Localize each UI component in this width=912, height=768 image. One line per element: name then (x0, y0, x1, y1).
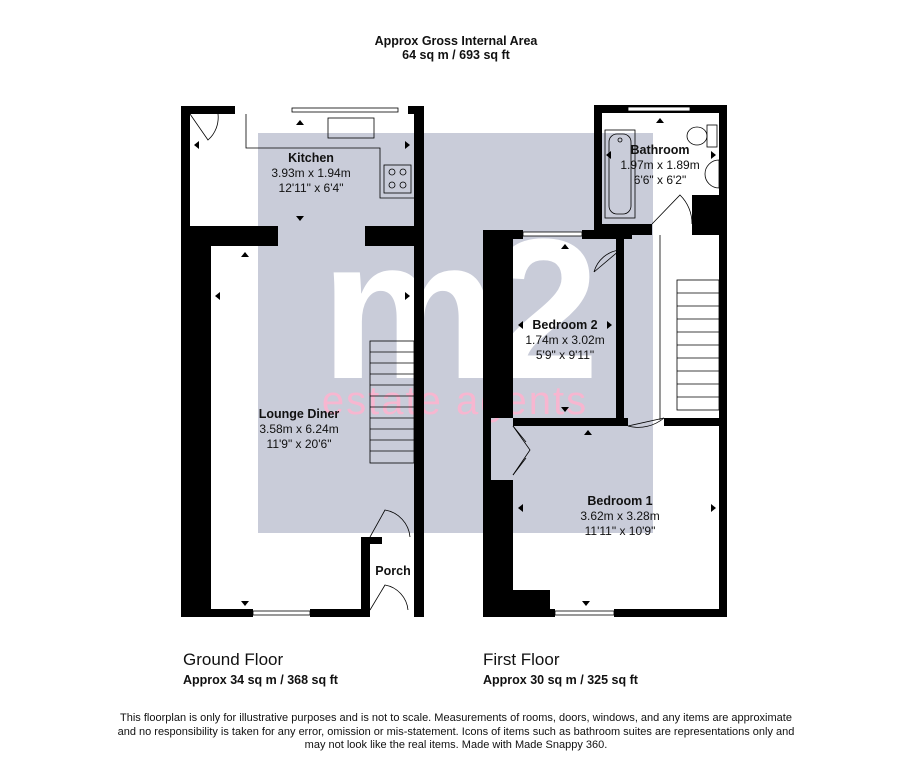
kitchen-window (291, 107, 399, 113)
ground-floor-walls (181, 106, 424, 617)
first-floor-caption: First Floor Approx 30 sq m / 325 sq ft (483, 650, 638, 687)
bathroom-window (627, 106, 691, 112)
watermark-panel (258, 133, 653, 533)
watermark-tagline: estate agents (322, 379, 588, 423)
room-metric: 3.58m x 6.24m (259, 422, 339, 436)
room-label-kitchen: Kitchen 3.93m x 1.94m 12'11" x 6'4" (250, 151, 372, 196)
ground-stairs (369, 340, 415, 464)
room-label-bathroom: Bathroom 1.97m x 1.89m 6'6" x 6'2" (612, 143, 708, 188)
room-metric: 3.93m x 1.94m (271, 166, 351, 180)
kitchen-counter (245, 114, 414, 199)
floor-area: Approx 34 sq m / 368 sq ft (183, 673, 338, 687)
room-label-bedroom-2: Bedroom 2 1.74m x 3.02m 5'9" x 9'11" (514, 318, 616, 363)
gross-area-header: Approx Gross Internal Area 64 sq m / 693… (0, 34, 912, 62)
first-stairs (659, 235, 720, 420)
room-imperial: 12'11" x 6'4" (278, 181, 344, 195)
ground-doors (189, 113, 411, 611)
room-metric: 3.62m x 3.28m (580, 509, 660, 523)
room-metric: 1.97m x 1.89m (620, 158, 700, 172)
lounge-window (252, 610, 311, 616)
room-name: Porch (375, 564, 411, 578)
room-metric: 1.74m x 3.02m (525, 333, 605, 347)
floor-area: Approx 30 sq m / 325 sq ft (483, 673, 638, 687)
header-area: 64 sq m / 693 sq ft (402, 48, 510, 62)
room-name: Bedroom 2 (532, 318, 598, 332)
room-name: Kitchen (288, 151, 334, 165)
ground-dimension-markers (194, 120, 410, 606)
room-imperial: 11'11" x 10'9" (584, 524, 656, 538)
room-name: Bedroom 1 (587, 494, 653, 508)
room-imperial: 11'9" x 20'6" (266, 437, 332, 451)
room-name: Bathroom (630, 143, 690, 157)
room-label-porch: Porch (368, 564, 418, 579)
bathroom-fixtures (604, 124, 720, 219)
room-label-lounge-diner: Lounge Diner 3.58m x 6.24m 11'9" x 20'6" (237, 407, 361, 452)
first-dimension-markers (518, 118, 716, 606)
header-title: Approx Gross Internal Area (374, 34, 538, 48)
disclaimer-text: This floorplan is only for illustrative … (117, 712, 795, 751)
bedroom1-window (554, 610, 615, 616)
first-floor-walls (483, 105, 727, 617)
floor-name: Ground Floor (183, 650, 284, 669)
room-imperial: 6'6" x 6'2" (633, 173, 687, 187)
ground-floor-caption: Ground Floor Approx 34 sq m / 368 sq ft (183, 650, 338, 687)
floor-name: First Floor (483, 650, 560, 669)
room-imperial: 5'9" x 9'11" (535, 348, 595, 362)
first-doors (512, 194, 693, 476)
room-label-bedroom-1: Bedroom 1 3.62m x 3.28m 11'11" x 10'9" (560, 494, 680, 539)
bedroom2-window (522, 231, 583, 237)
room-name: Lounge Diner (258, 407, 340, 421)
